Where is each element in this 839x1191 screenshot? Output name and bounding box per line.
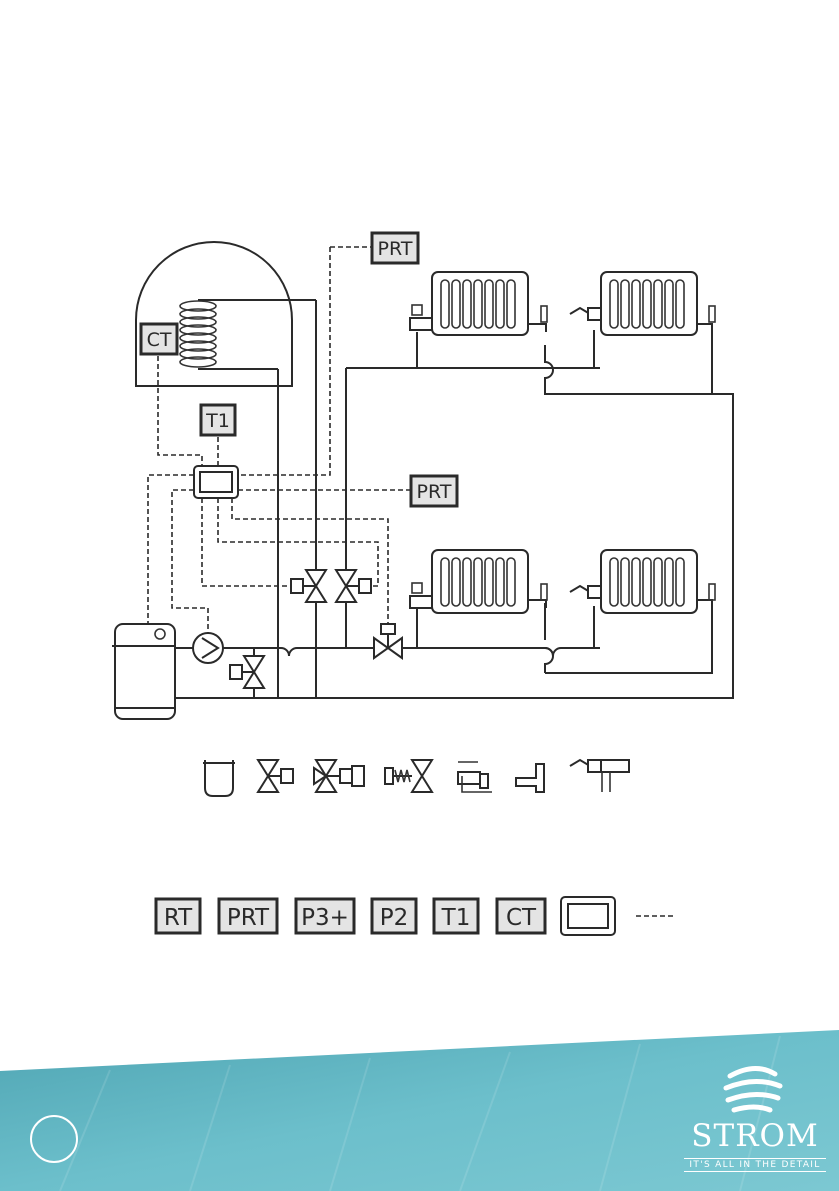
label-t1: T1 (201, 405, 235, 435)
legend-three-way-valve-icon (314, 760, 364, 792)
svg-text:CT: CT (147, 329, 172, 351)
mixing-valve (374, 624, 402, 658)
legend-thermostatic-head-icon (570, 760, 629, 792)
svg-text:P3+: P3+ (301, 905, 349, 931)
svg-text:RT: RT (164, 905, 193, 931)
brand-name: STROM (684, 1118, 826, 1154)
svg-text:PRT: PRT (417, 481, 452, 503)
svg-text:P2: P2 (380, 905, 409, 931)
legend-label-prt: PRT (219, 899, 277, 933)
zone-valve-right (336, 570, 371, 602)
brand-tagline: IT'S ALL IN THE DETAIL (684, 1158, 826, 1172)
legend-label-ct: CT (497, 899, 545, 933)
legend-label-p2: P2 (372, 899, 416, 933)
label-ct-cylinder: CT (141, 324, 177, 354)
page-number-circle (30, 1115, 78, 1163)
legend-symbols (203, 760, 629, 796)
legend-label-t1: T1 (434, 899, 478, 933)
svg-text:T1: T1 (441, 905, 471, 931)
legend-expansion-vessel-icon (203, 760, 235, 796)
legend-controller-icon (561, 897, 615, 935)
cylinder-coil (180, 301, 216, 367)
radiator-top-left (410, 272, 547, 335)
bypass-valve (230, 656, 264, 688)
legend-actuator-valve-icon (385, 760, 432, 792)
hot-water-cylinder (136, 242, 316, 386)
svg-text:PRT: PRT (378, 238, 413, 260)
legend-label-rt: RT (156, 899, 200, 933)
legend-label-p3plus: P3+ (296, 899, 354, 933)
radiator-bottom-right (570, 550, 715, 613)
svg-text:CT: CT (506, 905, 537, 931)
label-prt-mid: PRT (411, 476, 457, 506)
radiator-bottom-left (410, 550, 547, 613)
legend-radiator-valve-icon (458, 762, 492, 792)
label-prt-top: PRT (372, 233, 418, 263)
control-wiring (148, 247, 411, 633)
svg-text:T1: T1 (205, 410, 230, 432)
svg-text:PRT: PRT (227, 905, 270, 931)
legend-lockshield-icon (516, 764, 544, 792)
legend-valve-icon (258, 760, 293, 792)
zone-valve-left (291, 570, 326, 602)
radiator-top-right (570, 272, 715, 335)
main-controller (194, 466, 238, 498)
circulation-pump (193, 633, 223, 663)
legend-labels: RT PRT P3+ P2 T1 CT (156, 897, 676, 935)
boiler (115, 624, 175, 719)
